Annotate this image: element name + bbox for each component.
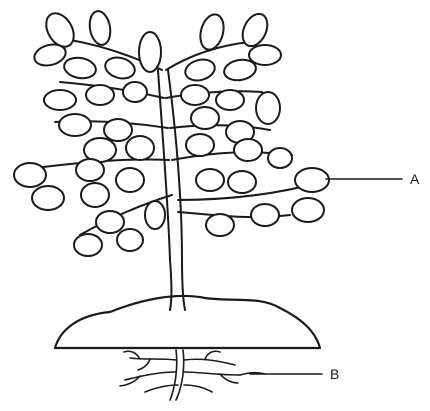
leaf <box>76 159 104 181</box>
leaf <box>181 85 209 105</box>
leaf <box>139 32 161 72</box>
leaf <box>216 90 244 110</box>
leaf <box>249 45 281 65</box>
leaf <box>126 136 154 160</box>
leaf <box>32 186 64 210</box>
leaf <box>59 114 91 136</box>
leaf <box>196 169 224 191</box>
leaf <box>81 183 109 207</box>
leaf <box>186 134 214 156</box>
label-a: A <box>410 171 420 187</box>
leaf <box>103 54 137 81</box>
leaf <box>238 10 272 50</box>
leaf <box>223 57 258 82</box>
leaf <box>86 85 114 105</box>
leaf <box>183 56 217 83</box>
leaf <box>234 139 262 161</box>
leaf <box>104 119 132 141</box>
leaves <box>14 8 329 256</box>
leaf <box>191 107 219 129</box>
leaf <box>206 214 234 236</box>
leaf <box>228 171 256 193</box>
leaf <box>87 10 113 47</box>
leaf <box>123 82 147 102</box>
main-stem <box>158 70 172 310</box>
leaf <box>256 92 280 124</box>
leaf <box>117 229 143 251</box>
roots <box>120 350 265 400</box>
leaf <box>14 163 46 187</box>
leaf <box>268 148 292 168</box>
leaf <box>292 198 324 222</box>
label-b: B <box>330 366 339 382</box>
leaf <box>145 201 165 229</box>
leaf <box>63 55 98 80</box>
leaf <box>116 168 144 192</box>
leaf <box>74 234 102 256</box>
leaf <box>44 90 76 110</box>
leaf <box>96 211 124 233</box>
soil-mound <box>55 296 320 348</box>
leaf <box>251 204 279 226</box>
leaf <box>295 168 329 192</box>
